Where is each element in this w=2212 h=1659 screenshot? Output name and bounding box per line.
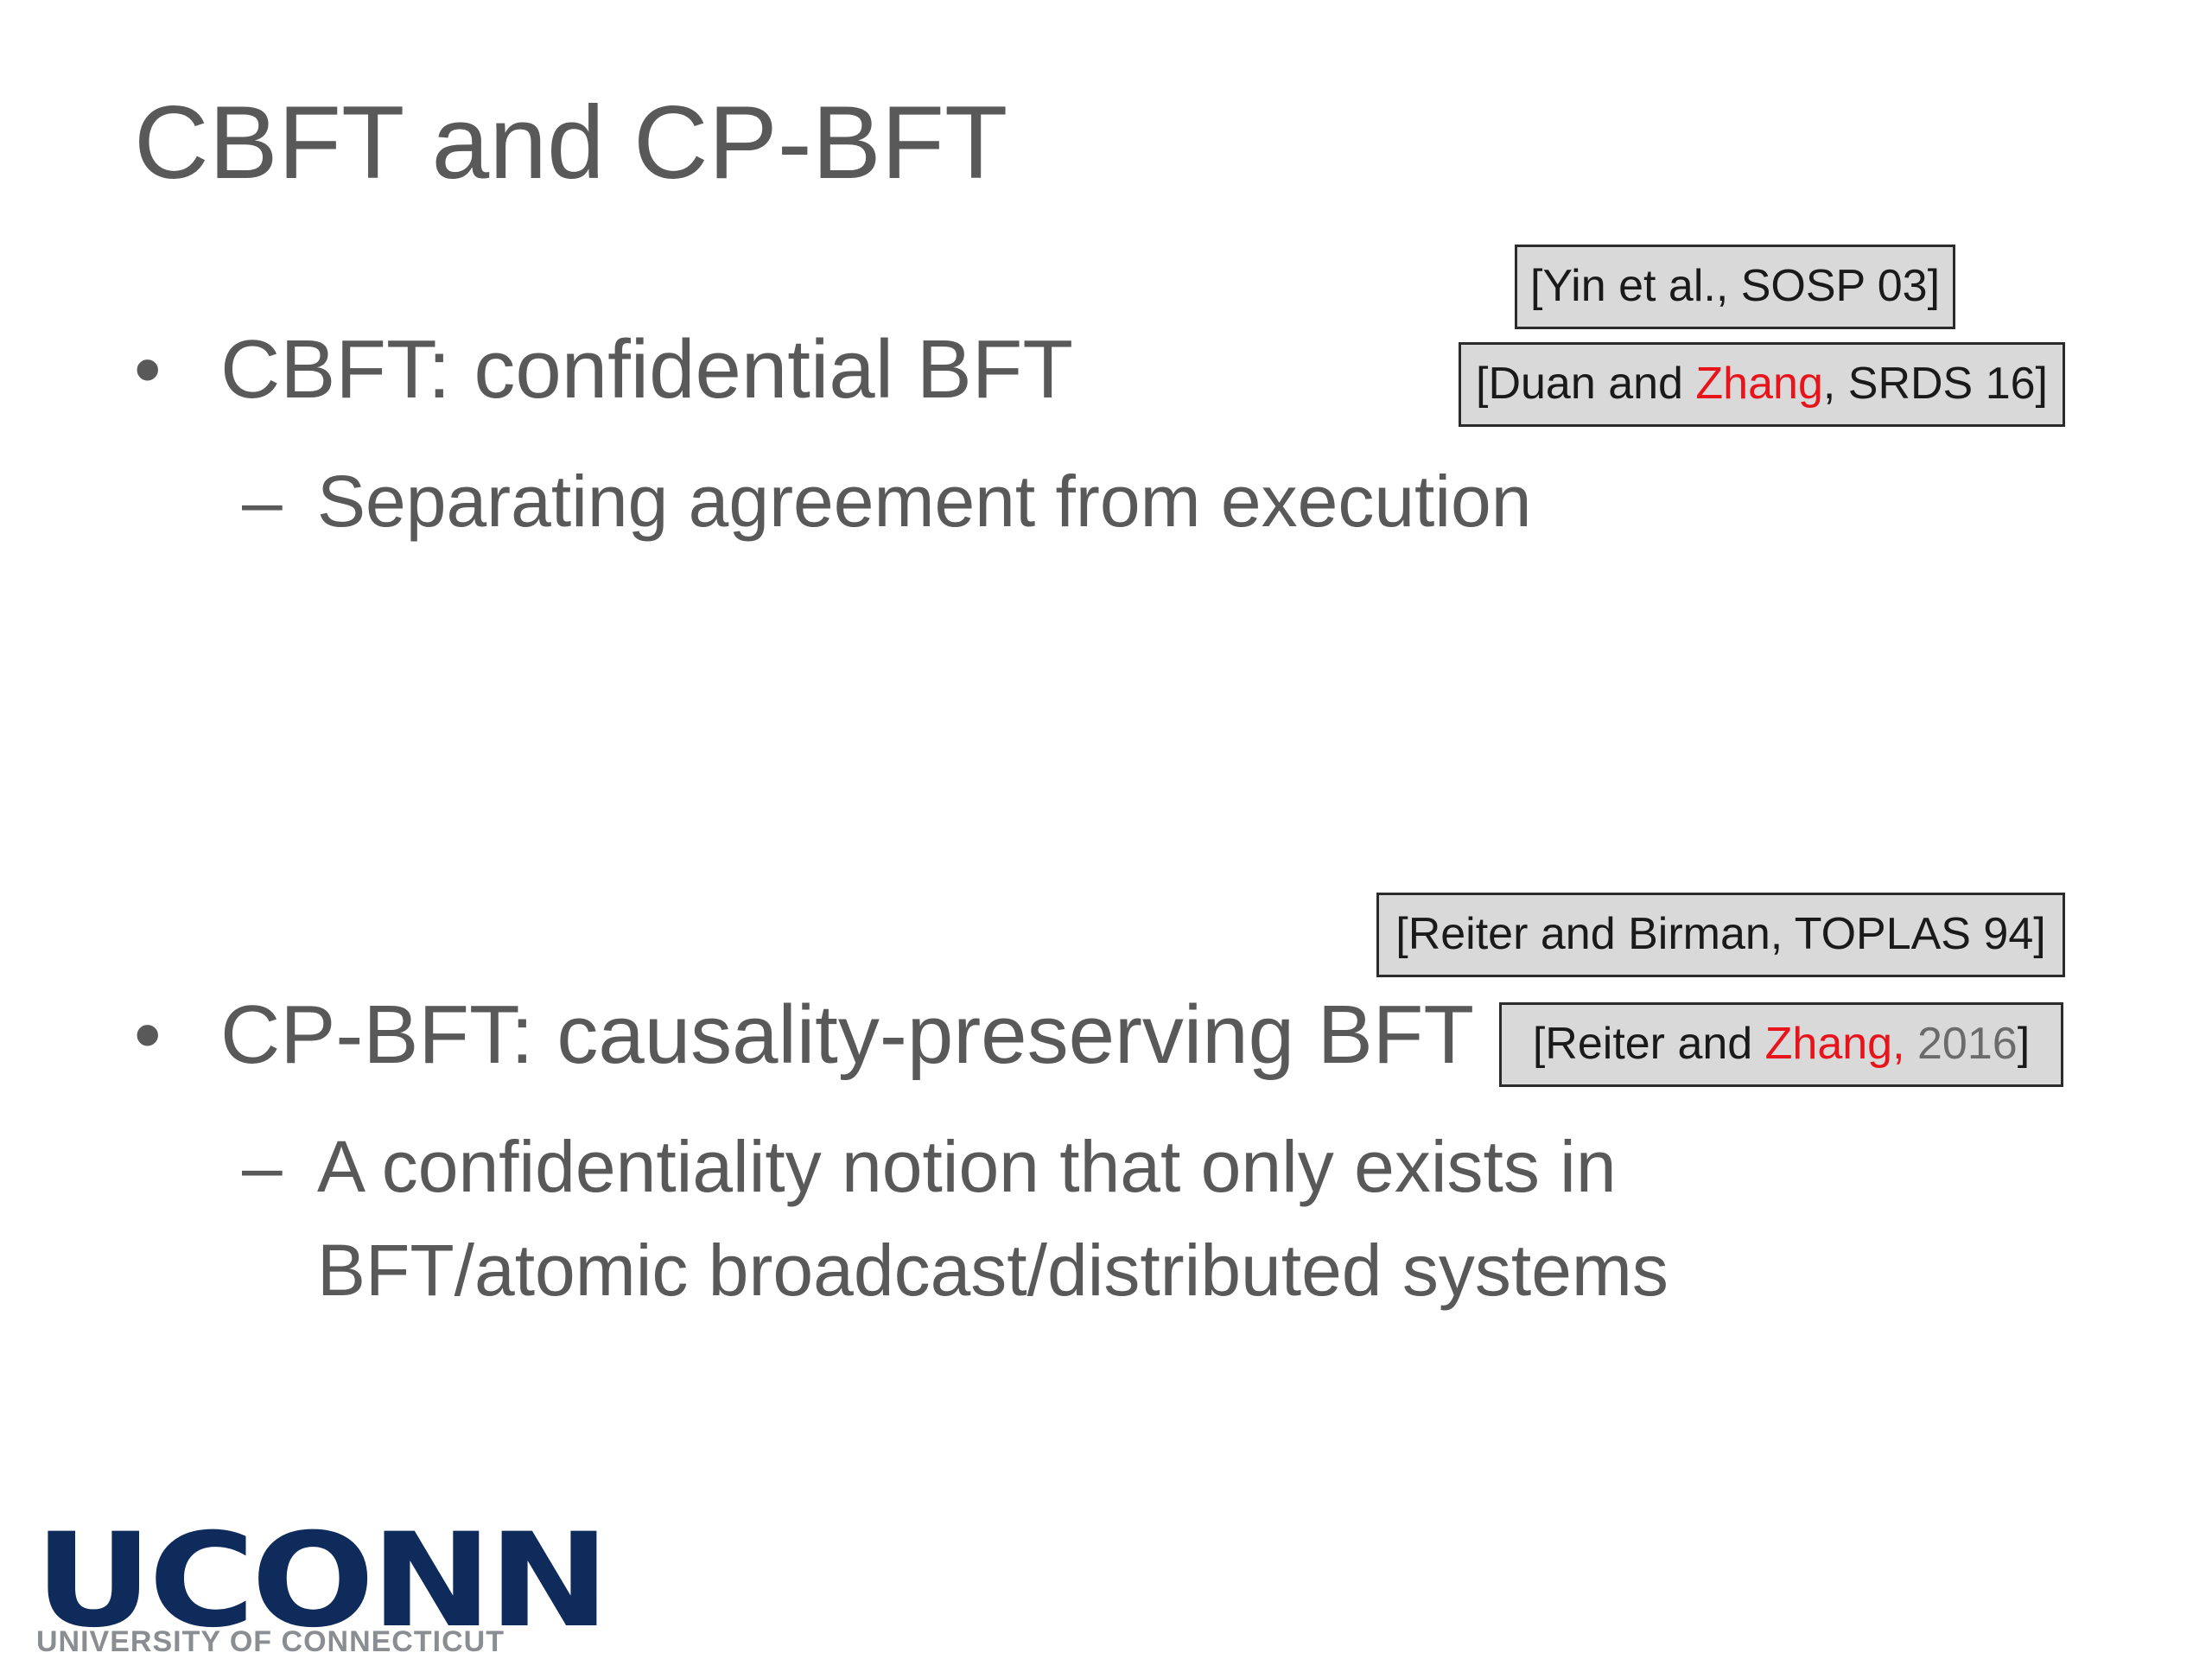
bullet-marker: • (134, 327, 162, 413)
sub-bullet-marker: – (242, 461, 283, 542)
reference-reiter-birman-toplas94: [Reiter and Birman, TOPLAS 94] (1376, 893, 2065, 977)
ref-author-highlight: Zhang, (1764, 1019, 1905, 1069)
reference-reiter-zhang-2016: [Reiter and Zhang, 2016] (1499, 1002, 2063, 1087)
ref-year: 2016 (1904, 1019, 2018, 1069)
bullet-cpbft: CP-BFT: causality-preserving BFT (220, 988, 1475, 1081)
ref-text: [Reiter and (1532, 1019, 1765, 1069)
bullet-cbft: CBFT: confidential BFT (220, 323, 1073, 416)
bullet-marker: • (134, 992, 162, 1078)
ref-text: [Yin et al., SOSP 03] (1529, 261, 1941, 311)
sub-bullet-confidentiality-line2: BFT/atomic broadcast/distributed systems (317, 1230, 1669, 1311)
ref-text: [Duan and (1476, 359, 1696, 409)
ref-text: , SRDS 16] (1822, 359, 2048, 409)
slide-title: CBFT and CP-BFT (134, 85, 1008, 200)
ref-text: [Reiter and Birman, TOPLAS 94] (1395, 909, 2046, 959)
sub-bullet-marker: – (242, 1126, 283, 1207)
ref-author-highlight: Zhang (1695, 359, 1823, 409)
sub-bullet-separating: Separating agreement from execution (317, 461, 1532, 542)
reference-yin-sosp03: [Yin et al., SOSP 03] (1515, 245, 1955, 329)
uconn-logo-subtitle: UNIVERSITY OF CONNECTICUT (36, 1625, 505, 1658)
reference-duan-zhang-srds16: [Duan and Zhang, SRDS 16] (1459, 342, 2065, 427)
ref-text: ] (2017, 1019, 2031, 1069)
sub-bullet-confidentiality-line1: A confidentiality notion that only exist… (317, 1126, 1617, 1207)
uconn-logo-wordmark: UCONN (35, 1506, 610, 1656)
